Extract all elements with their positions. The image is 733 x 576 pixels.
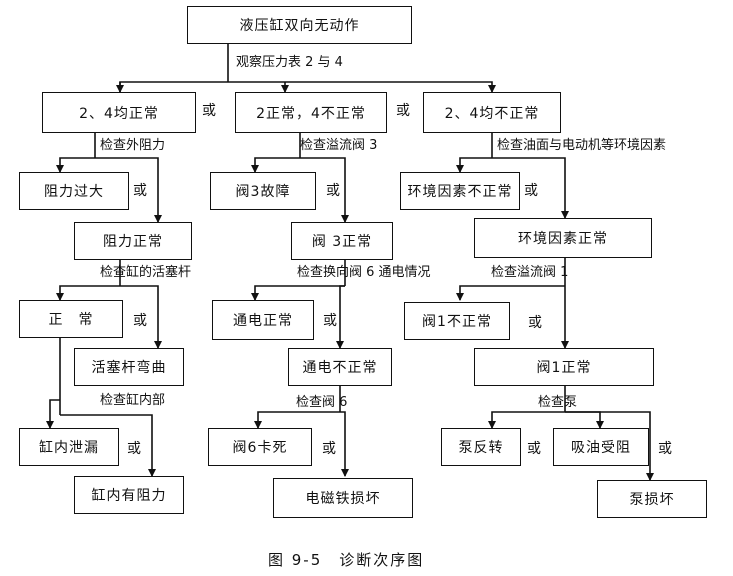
or-2: 或 xyxy=(396,103,410,119)
node-cylinder-resistance: 缸内有阻力 xyxy=(74,476,184,514)
node-rod-bent-text: 活塞杆弯曲 xyxy=(91,360,167,376)
node-env-normal: 环境因素正常 xyxy=(474,218,652,258)
node-solenoid-damaged-text: 电磁铁损坏 xyxy=(305,491,381,507)
node-resistance-normal: 阻力正常 xyxy=(74,222,192,260)
node-valve1-abnormal-text: 阀1不正常 xyxy=(422,314,492,330)
or-7: 或 xyxy=(323,313,337,329)
or-3: 或 xyxy=(133,183,147,199)
node-valve3-fault-text: 阀3故障 xyxy=(235,184,291,200)
figure-caption: 图 9-5 诊断次序图 xyxy=(268,551,425,569)
or-5: 或 xyxy=(524,183,538,199)
label-check-valve6-power: 检查换向阀 6 通电情况 xyxy=(297,265,431,280)
node-suction-blocked-text: 吸油受阻 xyxy=(571,440,631,456)
node-pump-damaged: 泵损坏 xyxy=(597,480,707,518)
node-normal-text: 正 常 xyxy=(48,312,94,328)
node-24-normal: 2、4均正常 xyxy=(42,92,196,133)
node-env-abnormal-text: 环境因素不正常 xyxy=(407,184,513,200)
node-cylinder-resistance-text: 缸内有阻力 xyxy=(91,488,167,504)
node-24-normal-text: 2、4均正常 xyxy=(79,105,159,122)
label-check-external: 检查外阻力 xyxy=(100,138,166,153)
node-valve6-stuck: 阀6卡死 xyxy=(208,428,312,466)
node-valve3-normal: 阀 3正常 xyxy=(291,222,393,260)
or-6: 或 xyxy=(133,313,147,329)
node-resistance-high-text: 阻力过大 xyxy=(44,184,104,200)
or-11: 或 xyxy=(527,441,541,457)
node-24-abnormal-text: 2、4均不正常 xyxy=(444,105,540,122)
node-valve3-normal-text: 阀 3正常 xyxy=(311,234,373,250)
node-pump-reverse: 泵反转 xyxy=(441,428,521,466)
or-4: 或 xyxy=(326,183,340,199)
or-10: 或 xyxy=(322,441,336,457)
label-check-inside: 检查缸内部 xyxy=(100,393,166,408)
node-root: 液压缸双向无动作 xyxy=(187,6,412,44)
node-normal: 正 常 xyxy=(19,300,123,338)
node-resistance-normal-text: 阻力正常 xyxy=(103,234,163,250)
node-cylinder-leak: 缸内泄漏 xyxy=(19,428,119,466)
label-check-rod: 检查缸的活塞杆 xyxy=(100,265,192,280)
node-power-normal-text: 通电正常 xyxy=(233,313,293,329)
or-1: 或 xyxy=(202,103,216,119)
node-suction-blocked: 吸油受阻 xyxy=(553,428,649,466)
or-9: 或 xyxy=(127,441,141,457)
node-solenoid-damaged: 电磁铁损坏 xyxy=(273,478,413,518)
node-2normal-4abnormal-text: 2正常，4不正常 xyxy=(256,105,366,122)
node-pump-reverse-text: 泵反转 xyxy=(458,440,504,456)
node-valve6-stuck-text: 阀6卡死 xyxy=(232,440,288,456)
node-valve1-abnormal: 阀1不正常 xyxy=(404,302,510,340)
node-valve1-normal-text: 阀1正常 xyxy=(536,360,592,376)
node-power-abnormal-text: 通电不正常 xyxy=(302,360,378,376)
or-8: 或 xyxy=(528,315,542,331)
label-check-relief1: 检查溢流阀 1 xyxy=(491,265,569,280)
label-observe-gauges: 观察压力表 2 与 4 xyxy=(236,55,343,70)
node-rod-bent: 活塞杆弯曲 xyxy=(74,348,184,386)
node-env-normal-text: 环境因素正常 xyxy=(518,231,608,247)
connector-level2 xyxy=(119,81,496,93)
node-power-abnormal: 通电不正常 xyxy=(288,348,392,386)
label-check-oil-env: 检查油面与电动机等环境因素 xyxy=(497,138,667,153)
label-check-valve6: 检查阀 6 xyxy=(296,395,348,410)
or-12: 或 xyxy=(658,441,672,457)
node-root-text: 液压缸双向无动作 xyxy=(239,18,360,34)
node-cylinder-leak-text: 缸内泄漏 xyxy=(39,440,99,456)
node-2normal-4abnormal: 2正常，4不正常 xyxy=(235,92,387,133)
label-check-pump: 检查泵 xyxy=(538,395,578,410)
node-24-abnormal: 2、4均不正常 xyxy=(423,92,561,133)
node-valve1-normal: 阀1正常 xyxy=(474,348,654,386)
label-check-relief3: 检查溢流阀 3 xyxy=(300,138,378,153)
node-valve3-fault: 阀3故障 xyxy=(210,172,316,210)
node-resistance-high: 阻力过大 xyxy=(19,172,129,210)
node-pump-damaged-text: 泵损坏 xyxy=(629,492,675,508)
node-env-abnormal: 环境因素不正常 xyxy=(400,172,520,210)
node-power-normal: 通电正常 xyxy=(212,300,314,340)
